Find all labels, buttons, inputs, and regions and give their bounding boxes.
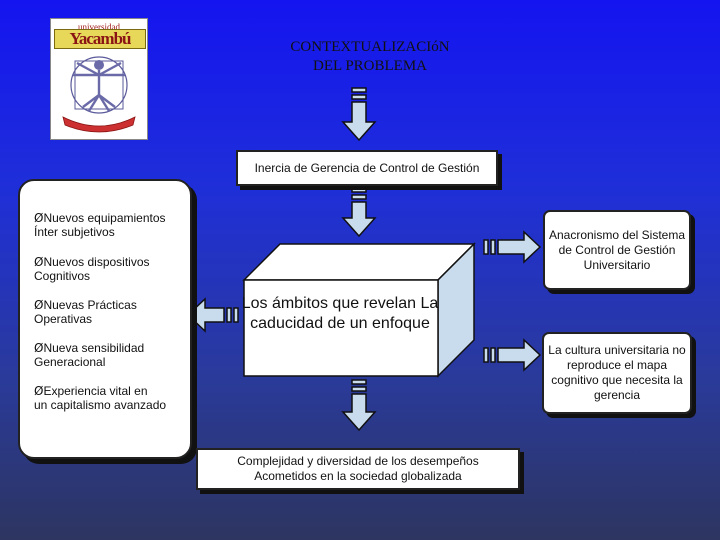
inercia-box: Inercia de Gerencia de Control de Gestió…: [236, 150, 498, 186]
page-title: CONTEXTUALIZACIóN DEL PROBLEMA: [230, 38, 510, 76]
list-item-line-2: Generacional: [34, 355, 106, 369]
anacronismo-box: Anacronismo del Sistema de Control de Ge…: [543, 210, 691, 290]
list-item-line-2: Ínter subjetivos: [34, 225, 115, 239]
complejidad-line-2: Acometidos en la sociedad globalizada: [254, 469, 462, 483]
cultura-box: La cultura universitaria no reproduce el…: [542, 332, 692, 414]
list-item-line-1: Nueva sensibilidad: [43, 341, 145, 355]
right-arrow-upper: [483, 230, 542, 264]
bullet-icon: Ø: [34, 384, 44, 398]
list-item-line-2: un capitalismo avanzado: [34, 398, 167, 412]
center-cube: [242, 242, 476, 378]
bullet-icon: Ø: [34, 211, 44, 225]
list-item-line-1: Nuevas Prácticas: [43, 298, 137, 312]
anacronismo-text: Anacronismo del Sistema de Control de Ge…: [548, 227, 686, 272]
down-arrow-middle: [341, 187, 377, 238]
list-item: ØExperiencia vital en un capitalismo ava…: [34, 384, 189, 412]
down-arrow-bottom: [341, 379, 377, 432]
center-cube-text: Los ámbitos que revelan La caducidad de …: [241, 295, 439, 332]
title-line-1: CONTEXTUALIZACIóN: [290, 39, 450, 55]
bullet-icon: Ø: [34, 255, 44, 269]
logo-top-text: universidad: [78, 22, 120, 32]
vitruvian-figure-icon: [62, 56, 136, 133]
list-item: ØNueva sensibilidad Generacional: [34, 341, 189, 369]
cultura-text: La cultura universitaria no reproduce el…: [548, 343, 686, 402]
list-item-line-1: Nuevos dispositivos: [43, 255, 150, 269]
bullet-icon: Ø: [34, 298, 44, 312]
list-item-line-2: Cognitivos: [34, 269, 91, 283]
complejidad-box: Complejidad y diversidad de los desempeñ…: [196, 448, 520, 490]
list-item: ØNuevos dispositivos Cognitivos: [34, 255, 189, 283]
left-arrow: [186, 297, 239, 333]
list-item-line-1: Experiencia vital en: [43, 384, 148, 398]
bullet-icon: Ø: [34, 341, 44, 355]
down-arrow-top: [341, 87, 377, 142]
title-line-2: DEL PROBLEMA: [312, 58, 428, 74]
list-item-line-2: Operativas: [34, 312, 93, 326]
list-item: ØNuevos equipamientos Ínter subjetivos: [34, 211, 189, 239]
left-list-box: ØNuevos equipamientos Ínter subjetivos Ø…: [18, 179, 192, 459]
inercia-text: Inercia de Gerencia de Control de Gestió…: [254, 161, 480, 175]
list-item-line-1: Nuevos equipamientos: [43, 211, 166, 225]
university-logo: universidad Yacambú: [50, 18, 148, 140]
list-item: ØNuevas Prácticas Operativas: [34, 298, 189, 326]
complejidad-line-1: Complejidad y diversidad de los desempeñ…: [237, 454, 479, 468]
right-arrow-lower: [483, 338, 542, 372]
logo-name: Yacambú: [54, 29, 146, 49]
